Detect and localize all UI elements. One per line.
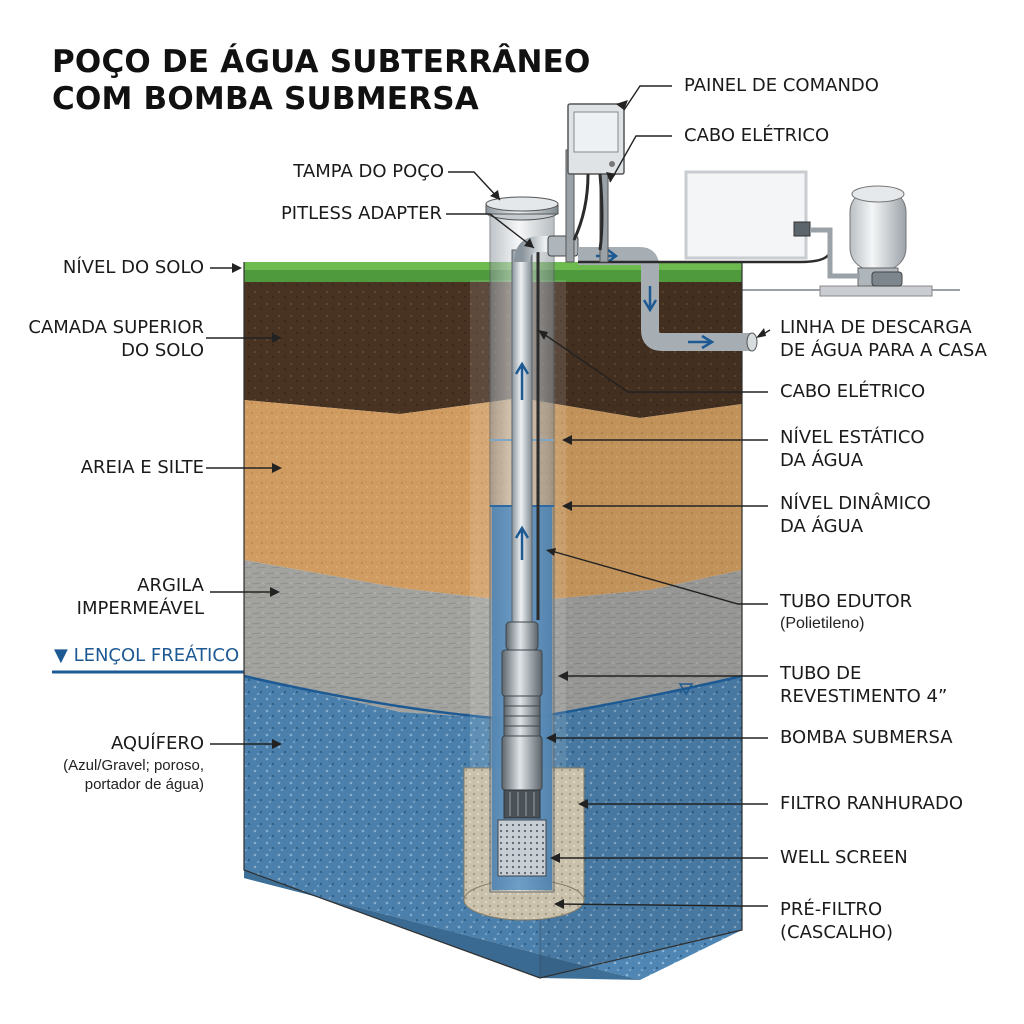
label-painel-de-comando: PAINEL DE COMANDO	[684, 75, 879, 96]
label-cabo-eletrico-mid: CABO ELÉTRICO	[780, 381, 926, 402]
well-bore	[463, 196, 585, 921]
label-camada-superior: CAMADA SUPERIOR DO SOLO	[28, 316, 204, 362]
label-argila-impermeavel: ARGILA IMPERMEÁVEL	[77, 574, 204, 620]
label-aquifero: AQUÍFERO	[110, 733, 204, 754]
leader-lines	[206, 85, 771, 907]
label-aquifero-note-line-2: portador de água)	[84, 776, 204, 793]
drop-pipe	[511, 249, 533, 629]
label-nivel-estatico-line-1: NÍVEL ESTÁTICO	[780, 427, 925, 448]
label-pitless-adapter: PITLESS ADAPTER	[280, 203, 442, 224]
label-argila-line-1: ARGILA	[137, 575, 204, 596]
label-linha-de-descarga-line-2: DE ÁGUA PARA A CASA	[780, 340, 987, 361]
label-areia-e-silte: AREIA E SILTE	[80, 457, 204, 478]
label-nivel-dinamico: NÍVEL DINÂMICO DA ÁGUA	[780, 492, 931, 538]
leader-pre-filtro	[555, 903, 768, 907]
label-aquifero-note: (Azul/Gravel; poroso, portador de água)	[63, 756, 204, 794]
label-cabo-eletrico-top: CABO ELÉTRICO	[684, 125, 830, 146]
label-tubo-de-revestimento-line-1: TUBO DE	[780, 663, 862, 684]
title-line-2: COM BOMBA SUBMERSA	[52, 81, 479, 117]
label-linha-de-descarga: LINHA DE DESCARGA DE ÁGUA PARA A CASA	[780, 316, 987, 362]
label-nivel-do-solo: NÍVEL DO SOLO	[62, 257, 204, 278]
label-nivel-estatico: NÍVEL ESTÁTICO DA ÁGUA	[780, 426, 925, 472]
leader-cabo-top	[609, 135, 672, 183]
well-screen-section	[497, 819, 547, 877]
ground-block	[52, 262, 743, 980]
label-nivel-dinamico-line-2: DA ÁGUA	[780, 516, 864, 537]
leader-arrowheads	[232, 100, 766, 909]
label-tubo-de-revestimento: TUBO DE REVESTIMENTO 4”	[780, 662, 947, 708]
label-linha-de-descarga-line-1: LINHA DE DESCARGA	[780, 317, 972, 338]
label-tubo-edutor: TUBO EDUTOR (Polietileno)	[780, 590, 912, 635]
label-tubo-edutor-line-1: TUBO EDUTOR	[780, 591, 913, 612]
control-panel-unit	[565, 103, 625, 263]
leader-painel	[623, 85, 672, 111]
label-nivel-estatico-line-2: DA ÁGUA	[780, 450, 864, 471]
label-pre-filtro-line-2: (CASCALHO)	[780, 922, 893, 943]
label-aquifero-note-line-1: (Azul/Gravel; poroso,	[63, 757, 204, 774]
label-tampa-do-poco: TAMPA DO POÇO	[293, 161, 444, 182]
label-filtro-ranhurado: FILTRO RANHURADO	[780, 793, 963, 814]
label-camada-superior-line-1: CAMADA SUPERIOR	[28, 317, 204, 338]
pressure-tank	[793, 185, 933, 297]
title-line-1: POÇO DE ÁGUA SUBTERRÂNEO	[52, 44, 591, 80]
leader-cabo-mid	[537, 329, 768, 393]
leader-tampa	[448, 171, 501, 201]
label-tubo-edutor-line-2: (Polietileno)	[780, 615, 865, 632]
label-lencol-freatico: ▼ LENÇOL FREÁTICO	[54, 645, 240, 666]
label-argila-line-2: IMPERMEÁVEL	[76, 598, 204, 619]
label-pre-filtro-line-1: PRÉ-FILTRO	[780, 899, 883, 920]
page-title: POÇO DE ÁGUA SUBTERRÂNEO COM BOMBA SUBME…	[52, 44, 591, 118]
label-bomba-submersa: BOMBA SUBMERSA	[780, 727, 953, 748]
leader-edutor	[547, 549, 768, 605]
label-pre-filtro: PRÉ-FILTRO (CASCALHO)	[780, 898, 893, 944]
label-camada-superior-line-2: DO SOLO	[121, 340, 204, 361]
leader-pitless	[446, 213, 535, 249]
label-tubo-de-revestimento-line-2: REVESTIMENTO 4”	[780, 686, 948, 707]
label-nivel-dinamico-line-1: NÍVEL DINÂMICO	[780, 493, 931, 514]
label-well-screen: WELL SCREEN	[780, 847, 908, 868]
submersible-pump	[501, 621, 543, 819]
